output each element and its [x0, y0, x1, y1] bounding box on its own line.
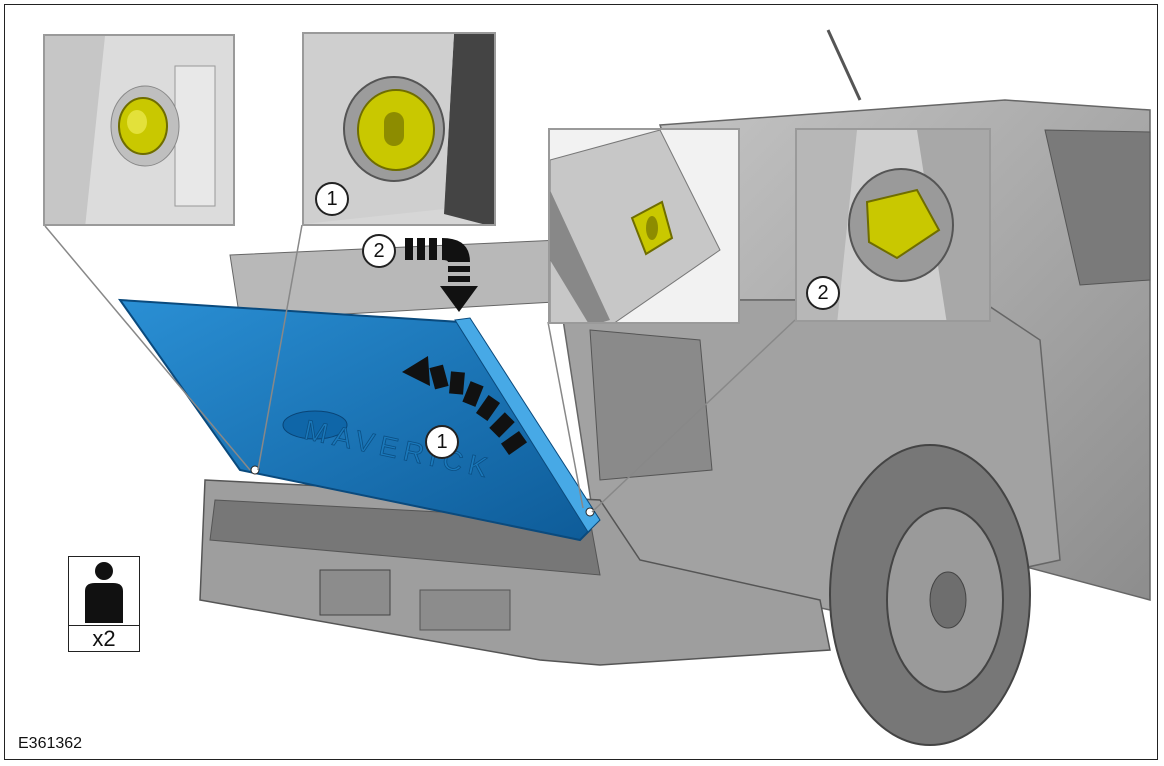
tailgate-handle — [282, 410, 348, 440]
callout-2-arrow: 2 — [362, 234, 396, 268]
leader-line — [591, 319, 796, 513]
pivot-point-left — [250, 465, 260, 475]
trailer-hitch — [319, 569, 391, 616]
figure-frame — [4, 4, 1158, 760]
step-2-arrow — [405, 238, 478, 312]
leader-line — [547, 321, 584, 509]
leader-line — [44, 225, 251, 471]
personnel-indicator: x2 — [68, 556, 140, 652]
pivot-point-right — [585, 507, 595, 517]
antenna — [826, 29, 862, 101]
striker-detail-drawing — [550, 130, 738, 322]
tailgate-edge — [454, 317, 601, 533]
step-1-arrow — [402, 356, 528, 456]
cab-window — [1044, 129, 1151, 286]
hinge-detail-drawing — [797, 130, 989, 320]
tail-light — [589, 329, 713, 481]
detail-inset-upper-left — [43, 34, 235, 226]
callout-2-inset: 2 — [806, 276, 840, 310]
leader-line — [257, 224, 303, 471]
tailgate — [117, 298, 592, 542]
figure-id: E361362 — [18, 735, 83, 752]
yellow-hinge-pin — [865, 188, 941, 260]
wheel-hub — [929, 571, 967, 629]
license-pocket — [419, 589, 511, 631]
pin-detail-drawing — [45, 36, 233, 224]
person-icon — [85, 562, 123, 623]
detail-inset-right-b — [795, 128, 991, 322]
callout-1-arrow: 1 — [425, 425, 459, 459]
callout-1-inset: 1 — [315, 182, 349, 216]
personnel-count: x2 — [69, 625, 139, 652]
detail-inset-right-a — [548, 128, 740, 324]
